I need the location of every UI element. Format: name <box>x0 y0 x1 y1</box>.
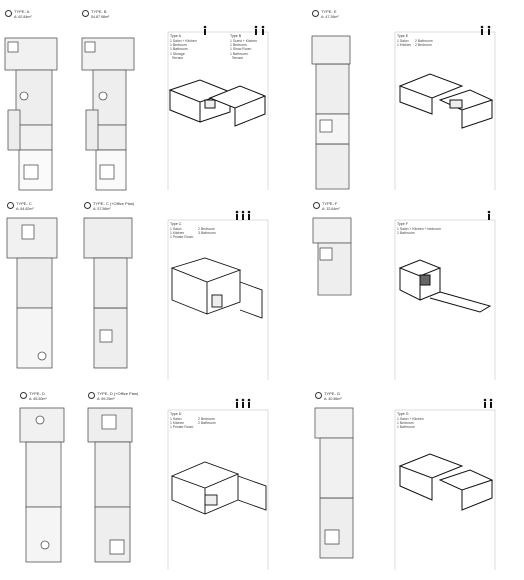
axon-room-list: 1 Salon 1 Kitchen 1 Private Room <box>170 417 194 430</box>
plan-type-d <box>19 407 65 563</box>
plan-area: A: 69.25m² <box>97 397 115 401</box>
plan-area: A: 84.82m² <box>16 207 34 211</box>
axon-room-list: 1 Salon 1 Kitchen <box>397 39 412 48</box>
axon-room-list: 2 Bathroom 2 Bedroom <box>415 39 433 48</box>
axon-type-c <box>170 257 263 319</box>
plan-type-e <box>311 35 351 190</box>
axon-title: Type A <box>170 34 181 38</box>
axon-type-f <box>398 259 492 313</box>
axon-type-ab <box>168 79 267 127</box>
people-icon <box>203 25 493 408</box>
axon-guides <box>167 31 496 570</box>
axon-room-list: 1 Salon 1 Kitchen 1 Private Room <box>170 227 194 240</box>
plan-type-f <box>312 217 352 296</box>
plan-title: TYPE- D <box>29 391 45 396</box>
plan-area: A: 32.64m² <box>322 207 340 211</box>
plan-title: TYPE- B <box>91 9 107 14</box>
axon-title: Type G <box>397 412 409 416</box>
plan-title: TYPE- C (+Office Plan) <box>93 201 135 206</box>
axon-room-list: 2 Bedroom 2 Bathroom <box>198 417 216 426</box>
plan-area: A: 65.50m² <box>29 397 47 401</box>
plan-title: TYPE- C <box>16 201 32 206</box>
compass-icon <box>88 392 95 399</box>
compass-icon <box>84 202 91 209</box>
compass-icon <box>313 202 320 209</box>
axon-title: Type C <box>170 222 182 226</box>
axon-title: Type F <box>397 222 408 226</box>
plan-type-g <box>314 407 354 559</box>
axon-room-list: 1 Salon + Kitchen + bedroom 1 Bathroom <box>397 227 441 236</box>
axon-room-list: 1 Salon + Kitchen 1 Bedroom 1 Bathroom <box>397 417 424 430</box>
compass-icon <box>315 392 322 399</box>
plan-title: TYPE- E <box>321 9 337 14</box>
compass-icon <box>5 10 12 17</box>
axon-title: Type B <box>230 34 242 38</box>
axon-type-d <box>170 461 267 515</box>
plan-area: A: 57.56m² <box>93 207 111 211</box>
axon-title: Type D <box>170 412 182 416</box>
axon-type-e <box>398 73 494 129</box>
plan-title: TYPE- D (+Office Plan) <box>97 391 139 396</box>
axon-room-list: 2 Bedroom 3 Bathroom <box>198 227 216 236</box>
axon-room-list: 1 Salon + Kitchen 1 Bedroom 1 Bathroom 1… <box>170 39 197 60</box>
plan-area: A: 40.56m² <box>324 397 342 401</box>
axon-room-list: 1 Guest + Kitchen 1 Bedroom 1 Show Room … <box>230 39 258 60</box>
compass-icon <box>82 10 89 17</box>
compass-icon <box>7 202 14 209</box>
plan-area: A: 62.84m² <box>14 15 32 19</box>
plan-area: 54.87.98m² <box>91 15 110 19</box>
axon-title: Type E <box>397 34 409 38</box>
plan-type-d-office <box>87 407 133 563</box>
plan-area: A: 47.26m² <box>321 15 339 19</box>
plan-type-c <box>6 217 58 369</box>
plan-type-c-office <box>83 217 133 369</box>
plan-title: TYPE- F <box>322 201 338 206</box>
plan-type-b <box>81 37 135 191</box>
plan-title: TYPE- A <box>14 9 30 14</box>
plan-type-a <box>4 37 58 191</box>
compass-icon <box>312 10 319 17</box>
plan-title: TYPE- G <box>324 391 341 396</box>
compass-icon <box>20 392 27 399</box>
axon-type-g <box>398 453 494 511</box>
